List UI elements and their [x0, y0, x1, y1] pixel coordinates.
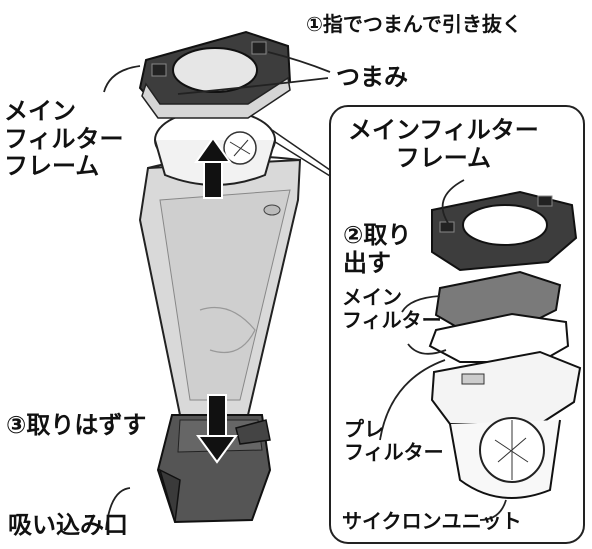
step-3-label: ③取りはずす — [6, 411, 147, 439]
cyclone-unit — [430, 350, 582, 499]
pre-filter-label: プレ フィルター — [344, 417, 444, 464]
callout-line — [271, 139, 331, 177]
pre-filter-disc — [428, 312, 570, 363]
main-filter-frame-right — [431, 190, 578, 272]
step-2-label: ②取り 出す — [343, 221, 412, 277]
main-filter-frame-right-label: メインフィルター フレーム — [348, 116, 539, 172]
callout-line — [271, 129, 331, 171]
exploded-view-box — [329, 105, 585, 544]
main-filter-frame-left — [138, 30, 292, 119]
cyclone-unit-label: サイクロンユニット — [342, 509, 522, 533]
dust-cup — [138, 155, 302, 416]
main-filter-frame-left-label: メイン フィルター フレーム — [4, 97, 124, 181]
step-1-label: ①指でつまんで引き抜く — [306, 12, 522, 36]
intake-label: 吸い込み口 — [8, 511, 128, 539]
down-arrow — [196, 394, 238, 464]
leader-lines — [103, 51, 507, 531]
intake-nozzle — [156, 414, 272, 524]
tsumami-label: つまみ — [336, 63, 408, 91]
main-filter-label: メイン フィルター — [342, 285, 442, 332]
up-arrow — [194, 136, 232, 199]
